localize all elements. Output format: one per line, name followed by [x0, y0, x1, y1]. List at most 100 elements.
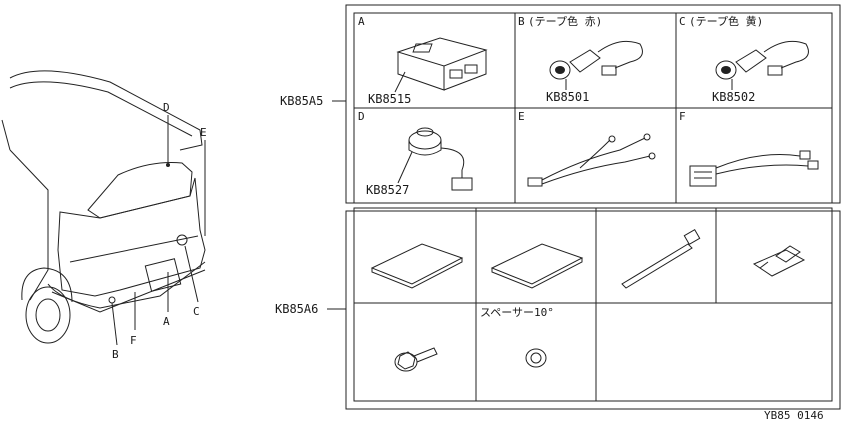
sensor-red-harness [597, 40, 643, 69]
sensor-yellow-bracket [735, 49, 767, 73]
sensor-red-connector [601, 65, 617, 76]
harness-e-connector [527, 177, 543, 187]
cell-f-letter: F [679, 110, 686, 123]
kit-a5-cell-c: C (テープ色 黄) KB8502 [679, 14, 809, 104]
control-unit-connector-2 [464, 64, 478, 74]
vehicle-license-plate [144, 258, 182, 292]
kit-a6-bolt [394, 347, 438, 372]
drawing-number: YB85 0146 [764, 409, 824, 422]
kit-a5-cell-f: F [679, 110, 819, 187]
vehicle-bumper-lower [51, 269, 206, 313]
harness-e-wire-3 [579, 139, 611, 169]
kit-a5-cell-b: B (テープ色 赤) KB8501 [518, 14, 643, 104]
cable-tie-head [683, 228, 701, 246]
control-unit-label-plate [412, 43, 433, 53]
vehicle-side-pillar [1, 119, 11, 151]
vehicle-rear-illustration [1, 70, 206, 344]
vehicle-high-mount-lamp [166, 163, 170, 167]
tape-pad-1-top [370, 243, 464, 285]
cell-d-part-number: KB8527 [366, 183, 409, 197]
kit-a5-outer-frame [345, 4, 841, 204]
harness-f-terminal-2 [807, 160, 819, 170]
buzzer-base [408, 140, 442, 156]
tape-pad-1-edge [371, 258, 463, 289]
vehicle-rear-sensor [108, 296, 116, 304]
harness-e-terminal-3 [608, 135, 616, 143]
vehicle-tail-lamp [176, 234, 188, 246]
cell-d-letter: D [358, 110, 365, 123]
kit-a6-grid [353, 207, 833, 402]
spacer-ring-outer [525, 348, 547, 368]
callout-c-leader [184, 245, 199, 303]
vehicle-callouts: D E A C B F [111, 101, 207, 361]
bolt-shank [413, 347, 438, 363]
cell-b-note: (テープ色 赤) [528, 14, 602, 28]
buzzer-harness [440, 147, 465, 178]
clip-slot [759, 261, 769, 269]
harness-f-main-connector [689, 165, 717, 187]
control-unit-drawing [396, 37, 488, 91]
cell-d-part-leader [397, 151, 413, 184]
sensor-yellow-connector [767, 65, 783, 76]
control-unit-connector-1 [449, 69, 463, 79]
kit-a6-outer-frame [345, 210, 841, 410]
kit-a6-spacer: スペーサー10° [480, 306, 554, 368]
vehicle-rear-wheel-hub [35, 298, 61, 332]
vehicle-wheel-arch [21, 267, 73, 303]
harness-f-wire-1 [715, 154, 801, 169]
kit-a5-group: KB85A5 A KB8515 B (テープ色 赤) [280, 4, 841, 204]
spacer-label: スペーサー10° [480, 306, 554, 319]
vehicle-side-line [9, 149, 49, 301]
vehicle-rear-wheel [25, 286, 71, 344]
cell-a-letter: A [358, 15, 365, 28]
kit-a6-group: KB85A6 [275, 207, 841, 410]
vehicle-door-crease [69, 235, 199, 263]
sensor-red-drawing [549, 40, 643, 80]
callout-d-label: D [163, 101, 170, 114]
sensor-red-bracket [569, 49, 601, 73]
bolt-head [397, 351, 416, 370]
harness-f-drawing [689, 150, 819, 187]
harness-e-wire-2 [541, 155, 651, 185]
cable-tie-strap [621, 243, 693, 289]
callout-b-leader [111, 302, 118, 346]
buzzer-drawing [408, 127, 473, 191]
vehicle-rear-window [87, 162, 193, 219]
sensor-yellow-head [715, 60, 737, 80]
sensor-yellow-drawing [715, 40, 809, 80]
sensor-red-head [549, 60, 571, 80]
callout-b-label: B [112, 348, 119, 361]
kit-a5-cell-d: D KB8527 [358, 110, 473, 197]
harness-e-terminal-1 [643, 133, 651, 141]
harness-f-terminal-1 [799, 150, 811, 160]
harness-e-drawing [527, 133, 656, 187]
vehicle-back-door [57, 177, 206, 297]
cell-b-letter: B [518, 15, 525, 28]
cell-a-part-number: KB8515 [368, 92, 411, 106]
control-unit-top [396, 37, 488, 67]
kit-a5-cell-e: E [518, 110, 656, 187]
control-unit-side-right [443, 50, 487, 91]
buzzer-connector [451, 177, 473, 191]
vehicle-roof-inner-line [9, 81, 193, 137]
clip-base [752, 249, 806, 277]
sensor-yellow-harness [763, 40, 809, 69]
callout-c-label: C [193, 305, 200, 318]
control-unit-side-left [397, 52, 445, 91]
vehicle-roof-line [9, 70, 203, 151]
clip-top [775, 245, 801, 263]
cell-b-part-number: KB8501 [546, 90, 589, 104]
cell-c-note: (テープ色 黄) [689, 14, 763, 28]
sensor-yellow-face [721, 66, 731, 74]
buzzer-top [416, 127, 434, 137]
kit-a6-clip [752, 245, 806, 277]
spacer-ring-inner [530, 352, 542, 364]
kit-a6-tape-pad-1 [370, 243, 464, 289]
tape-pad-2-edge [491, 258, 583, 289]
cell-c-part-number: KB8502 [712, 90, 755, 104]
harness-e-terminal-2 [648, 152, 656, 160]
cell-e-letter: E [518, 110, 525, 123]
callout-a-label: A [163, 315, 170, 328]
